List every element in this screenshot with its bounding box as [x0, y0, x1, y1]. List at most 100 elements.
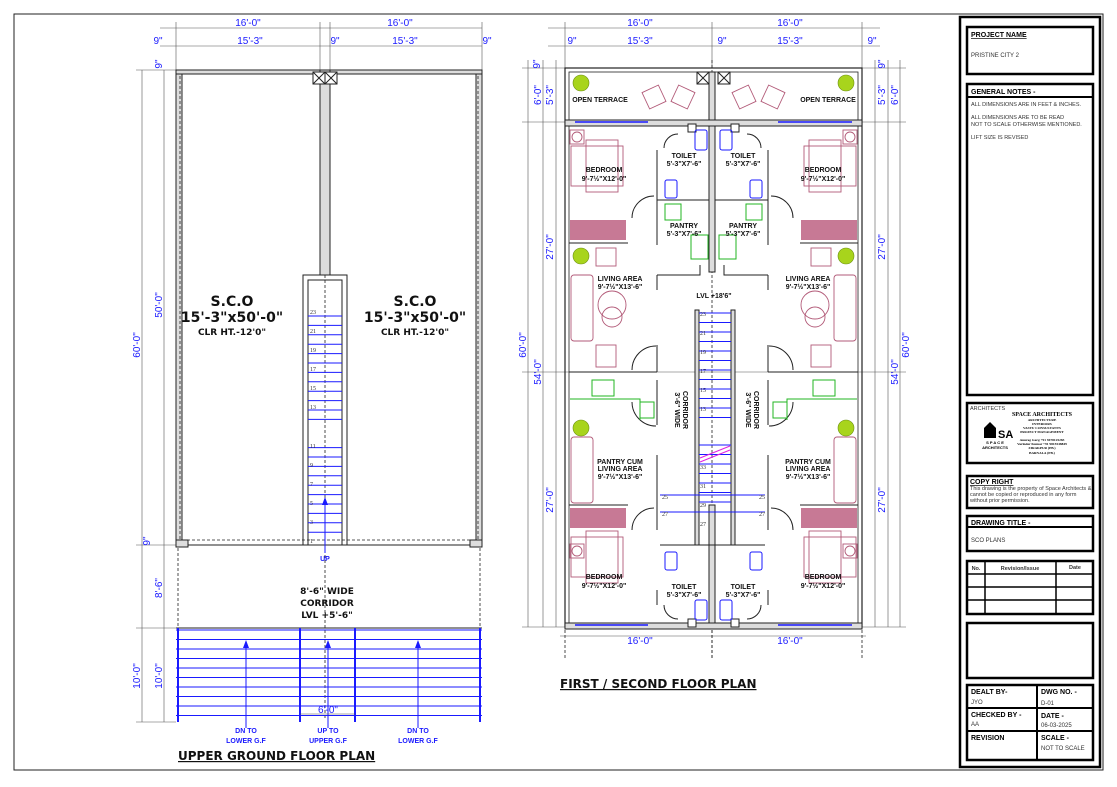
dim-text: 16'-0"	[627, 18, 653, 29]
stair-number: 29	[700, 503, 706, 509]
room-size: 5'-3"X7'-6"	[667, 231, 702, 238]
wc-icon	[749, 551, 763, 571]
dim-text: 5'-3"	[877, 85, 888, 105]
stove-icon	[690, 234, 709, 260]
room-label: LIVING AREA	[786, 466, 831, 473]
firm-contact: Anurag Garg +91 9478125283	[1020, 438, 1065, 442]
wc-icon	[664, 551, 678, 571]
scale-value: NOT TO SCALE	[1041, 746, 1085, 752]
dim-text: 15'-3"	[237, 36, 263, 47]
plan-title: FIRST / SECOND FLOOR PLAN	[560, 677, 757, 691]
sink-icon	[745, 203, 763, 221]
furniture	[569, 71, 858, 628]
counter	[786, 398, 857, 420]
dim-text: 9"	[154, 59, 165, 69]
firm-service: PROJECT MANAGEMENT	[1020, 430, 1064, 434]
bed-icon	[585, 139, 619, 193]
corridor-label: 8'-6" WIDE	[300, 587, 354, 597]
wc-icon	[664, 179, 678, 199]
wardrobe-icon	[801, 508, 857, 528]
firm-contact: BARNALA (PB.)	[1029, 451, 1056, 455]
step-label: DN TO	[407, 728, 429, 735]
dim-text: 6'-0"	[318, 705, 338, 716]
stair-number: 3	[310, 520, 313, 526]
drawing-title: SCO PLANS	[971, 538, 1005, 544]
stair-number: 27	[700, 522, 706, 528]
sofa-icon	[833, 436, 857, 504]
arrow-up-icon	[325, 640, 331, 648]
room-label: LIVING AREA	[786, 276, 831, 283]
room-size: 9'-7½"X12'-0"	[582, 582, 627, 590]
dim-text: 54'-0"	[533, 359, 544, 385]
sink-icon	[639, 401, 655, 419]
room-label: LIVING AREA	[598, 276, 643, 283]
stair-number: 15	[310, 386, 316, 392]
room-size: 9'-7½"X13'-6"	[786, 283, 831, 291]
firm-contact: Varinder Kumar +91 9815548849	[1017, 442, 1067, 446]
stair-number: 21	[700, 331, 706, 337]
washbasin-icon	[719, 599, 733, 621]
sofa-icon	[570, 274, 594, 342]
dim-text: 15'-3"	[627, 36, 653, 47]
shaft-cross	[717, 71, 731, 85]
stair-number: 25	[662, 495, 668, 501]
stair-number: 17	[310, 367, 316, 373]
copyright-text: This drawing is the property of Space Ar…	[970, 486, 1092, 492]
logo-text: S P A C E	[986, 440, 1004, 445]
duct-icon	[730, 123, 740, 133]
dim-text: 16'-0"	[627, 636, 653, 647]
wardrobe-icon	[801, 220, 857, 240]
stair-number: 9	[310, 463, 313, 469]
bed-icon	[803, 145, 857, 187]
counter	[570, 398, 641, 420]
stair-number: 15	[700, 388, 706, 394]
dim-text: 27'-0"	[545, 234, 556, 260]
entrance-steps	[176, 628, 482, 728]
note: LIFT SIZE IS REVISED	[971, 135, 1028, 141]
stair-number: 13	[310, 405, 316, 411]
checked-by-value: AA	[971, 722, 979, 728]
stair-number: 33	[700, 465, 706, 471]
dim-text: 9"	[717, 36, 727, 47]
dim-text: 8'-6"	[154, 578, 165, 598]
room-label: TOILET	[731, 584, 756, 591]
chair-icon	[731, 84, 757, 110]
dim-text: 9"	[142, 536, 153, 546]
corridor-label: CORRIDOR	[681, 391, 688, 429]
break-line	[699, 449, 731, 463]
plant-icon	[837, 419, 855, 437]
sofa-icon	[570, 436, 594, 504]
firm-logo: SA S P A C E ARCHITECTS	[982, 422, 1013, 450]
bed-icon	[808, 530, 842, 584]
copyright-label: COPY RIGHT	[970, 479, 1014, 486]
first-floor-plan: 16'-0" 16'-0" 9" 15'-3" 9" 15'-3" 9" 16'…	[518, 18, 912, 691]
level-label: LVL +18'6"	[696, 293, 731, 300]
room-label: TOILET	[672, 153, 697, 160]
washbasin-icon	[719, 129, 733, 151]
duct-icon	[730, 618, 740, 628]
stove-icon	[718, 234, 737, 260]
dim-text: 6'-0"	[533, 85, 544, 105]
wardrobe-icon	[570, 220, 626, 240]
shop-height: CLR HT.-12'0"	[381, 328, 449, 338]
dim-text: 9"	[867, 36, 877, 47]
room-label: BEDROOM	[586, 167, 623, 174]
plant-icon	[837, 247, 855, 265]
stair-number: 5	[310, 501, 313, 507]
sink-icon	[664, 203, 682, 221]
bed-icon	[570, 536, 624, 578]
apartment-unit-furniture	[569, 71, 710, 628]
lamp-icon	[844, 545, 856, 557]
stair-number: 23	[700, 312, 706, 318]
step-label: LOWER G.F	[398, 738, 438, 745]
bed-icon	[808, 139, 842, 193]
dim-text: 9"	[567, 36, 577, 47]
sheet-border	[13, 13, 1104, 771]
lamp-icon	[571, 131, 583, 143]
stair-number: 27	[662, 512, 668, 518]
room-label: BEDROOM	[805, 167, 842, 174]
date-label: DATE -	[1041, 713, 1064, 720]
date-value: 06-03-2025	[1041, 723, 1072, 729]
wc-icon	[749, 179, 763, 199]
